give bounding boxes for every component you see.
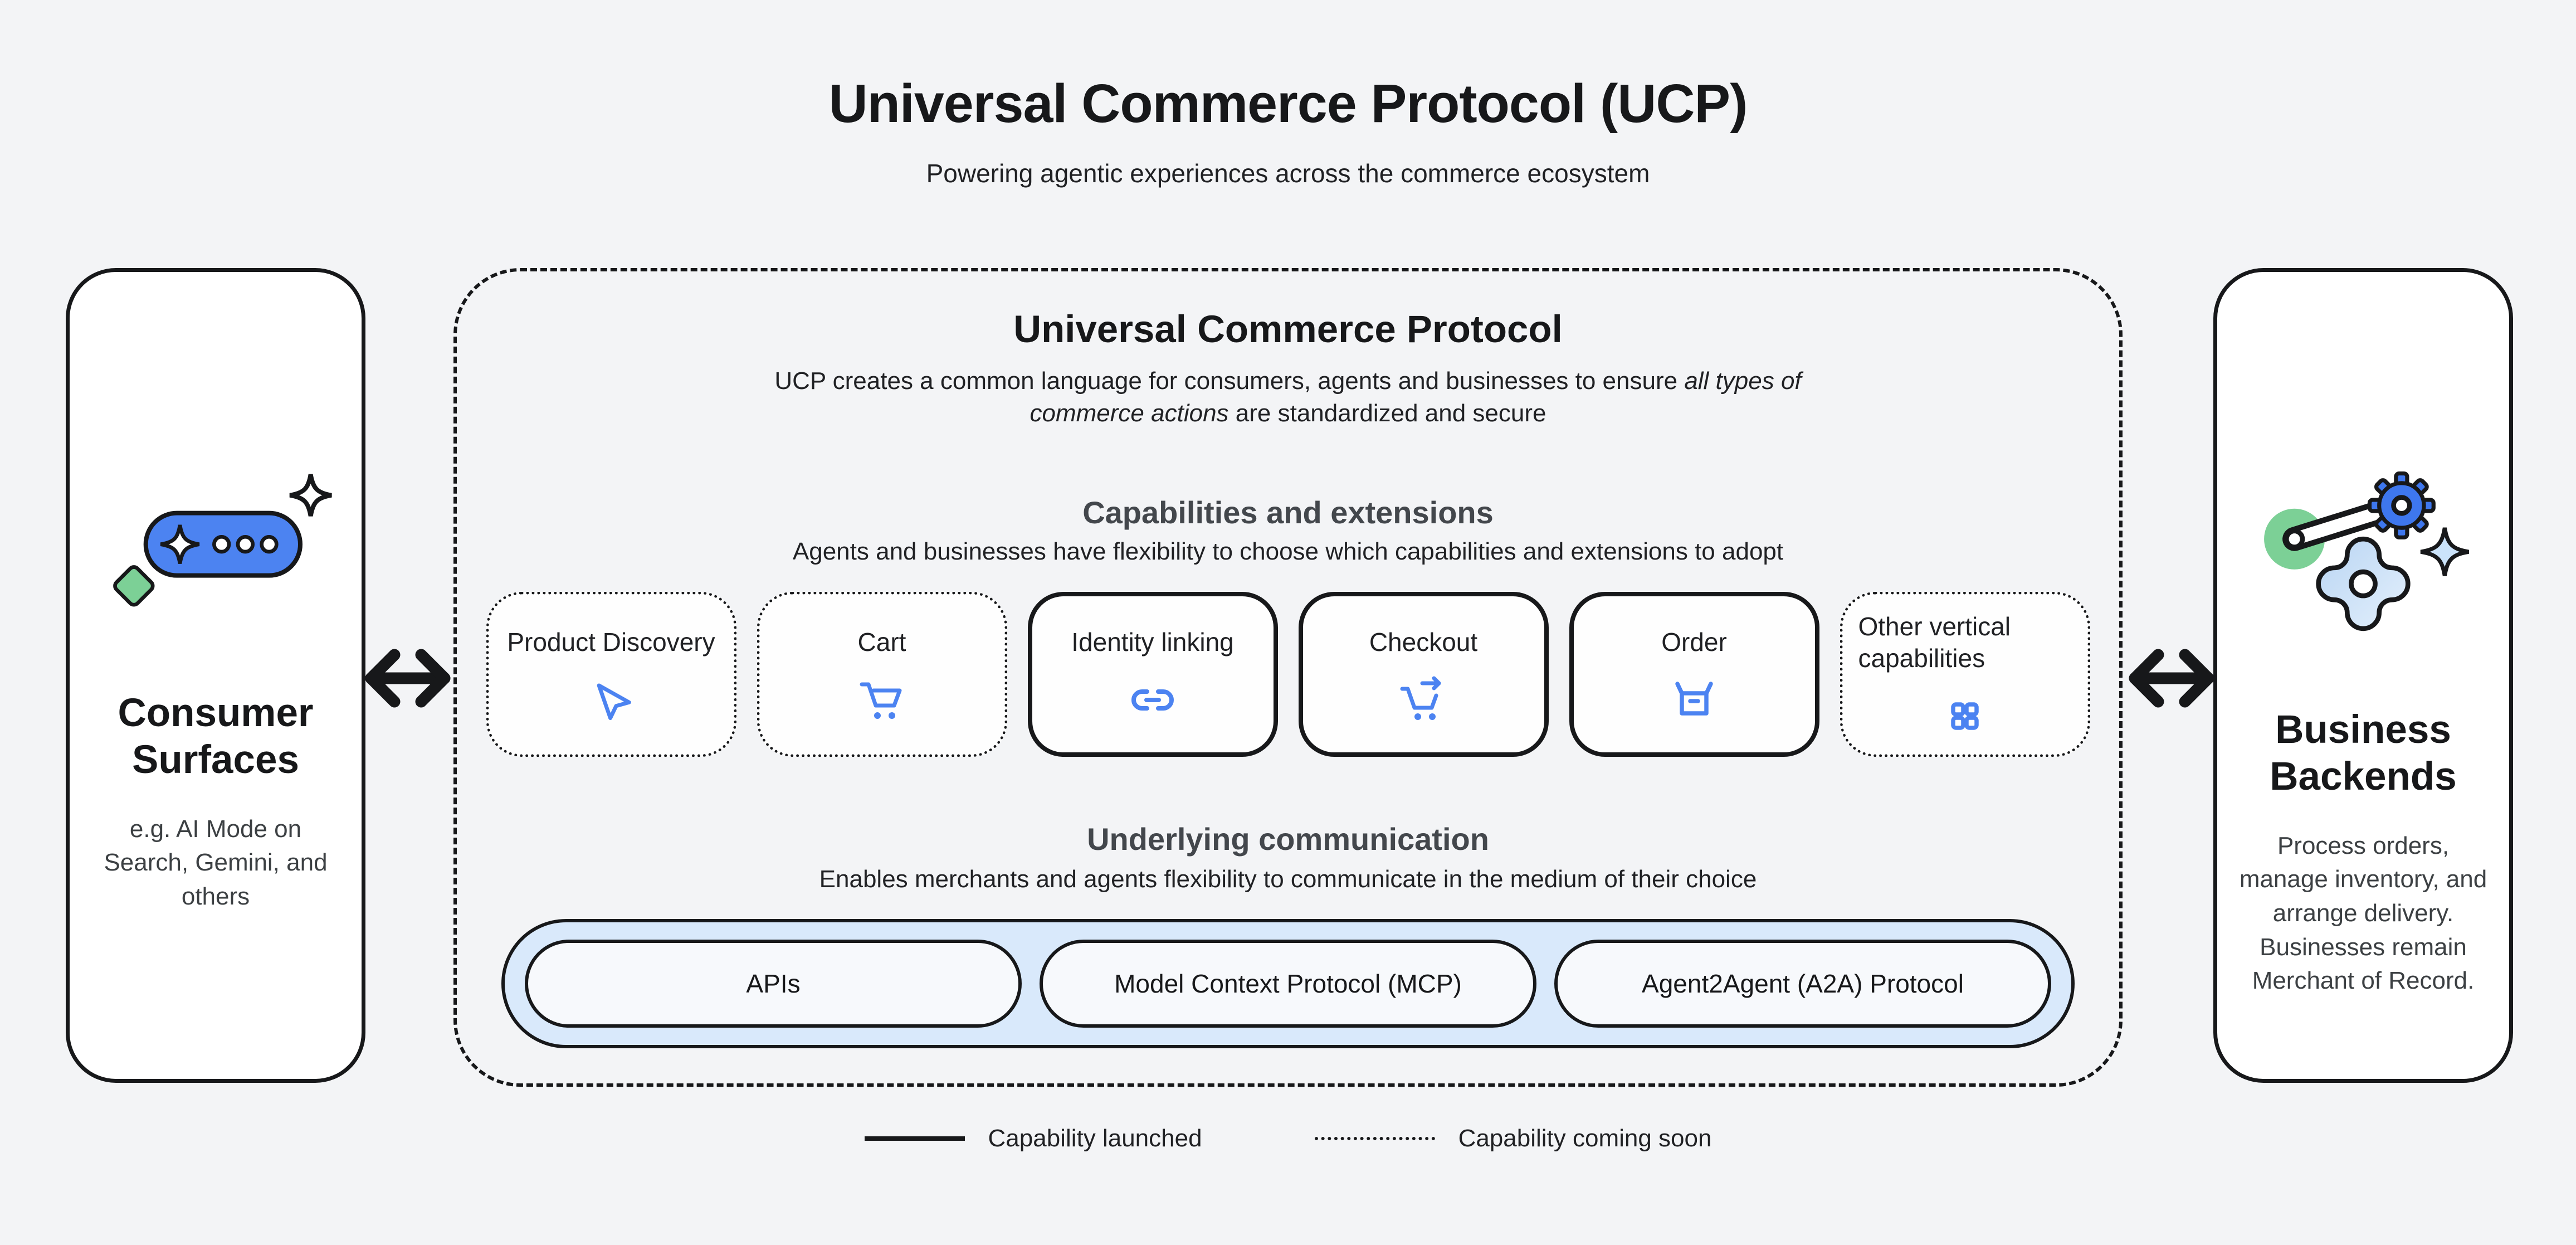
channel-apis: APIs	[525, 940, 1022, 1028]
capabilities-row: Product Discovery Cart Identity linking	[457, 592, 2119, 757]
ai-chat-pill-icon	[113, 474, 332, 607]
business-card-title: Business Backends	[2270, 708, 2457, 799]
right-double-arrow-icon	[2129, 649, 2214, 708]
channel-mcp: Model Context Protocol (MCP)	[1040, 940, 1536, 1028]
legend: Capability launched Capability coming so…	[0, 1125, 2576, 1152]
consumer-card-title: Consumer Surfaces	[118, 691, 314, 782]
ucp-description: UCP creates a common language for consum…	[457, 365, 2119, 430]
communication-section-subtitle: Enables merchants and agents flexibility…	[819, 865, 1757, 893]
capability-label: Order	[1661, 628, 1727, 657]
cart-checkout-icon	[1400, 676, 1441, 720]
capability-label: Identity linking	[1071, 628, 1234, 657]
gears-icon	[2264, 471, 2470, 631]
legend-coming-soon-label: Capability coming soon	[1458, 1125, 1712, 1152]
ucp-description-suffix: are standardized and secure	[1228, 400, 1546, 427]
capabilities-section-title: Capabilities and extensions	[1082, 495, 1494, 530]
page-subtitle: Powering agentic experiences across the …	[926, 159, 1650, 188]
capability-label: Checkout	[1369, 628, 1478, 657]
capabilities-section-subtitle: Agents and businesses have flexibility t…	[792, 538, 1784, 565]
capability-checkout: Checkout	[1298, 592, 1549, 757]
ucp-container: Universal Commerce Protocol UCP creates …	[453, 268, 2123, 1087]
ucp-description-prefix: UCP creates a common language for consum…	[774, 367, 1685, 395]
capability-identity-linking: Identity linking	[1027, 592, 1278, 757]
page-title: Universal Commerce Protocol (UCP)	[828, 73, 1748, 134]
legend-launched-label: Capability launched	[988, 1125, 1202, 1152]
capability-order: Order	[1569, 592, 1819, 757]
capability-product-discovery: Product Discovery	[486, 592, 736, 757]
ucp-title: Universal Commerce Protocol	[1013, 308, 1563, 351]
channel-a2a: Agent2Agent (A2A) Protocol	[1554, 940, 2051, 1028]
business-card-caption: Process orders, manage inventory, and ar…	[2239, 831, 2487, 995]
business-backends-card: Business Backends Process orders, manage…	[2213, 268, 2513, 1083]
capability-label: Cart	[857, 628, 906, 657]
communication-section-title: Underlying communication	[1087, 821, 1489, 857]
legend-solid-line	[864, 1136, 965, 1141]
left-double-arrow-icon	[365, 649, 451, 708]
legend-dotted-line	[1314, 1137, 1435, 1140]
grid-icon	[1951, 702, 1979, 730]
consumer-surfaces-card: Consumer Surfaces e.g. AI Mode on Search…	[66, 268, 365, 1083]
capability-other-vertical: Other vertical capabilities	[1840, 592, 2090, 757]
communication-bar: APIs Model Context Protocol (MCP) Agent2…	[501, 919, 2075, 1048]
ucp-description-italic: all types of commerce actions	[1030, 367, 1802, 427]
capability-label: Other vertical capabilities	[1858, 611, 2011, 673]
navigation-arrow-icon	[597, 683, 631, 720]
shopping-cart-icon	[860, 682, 902, 719]
capability-cart: Cart	[757, 592, 1007, 757]
open-box-icon	[1675, 682, 1713, 716]
capability-label: Product Discovery	[507, 628, 715, 657]
header: Universal Commerce Protocol (UCP) Poweri…	[0, 72, 2576, 188]
consumer-card-caption: e.g. AI Mode on Search, Gemini, and othe…	[104, 815, 328, 910]
link-icon	[1131, 689, 1174, 711]
